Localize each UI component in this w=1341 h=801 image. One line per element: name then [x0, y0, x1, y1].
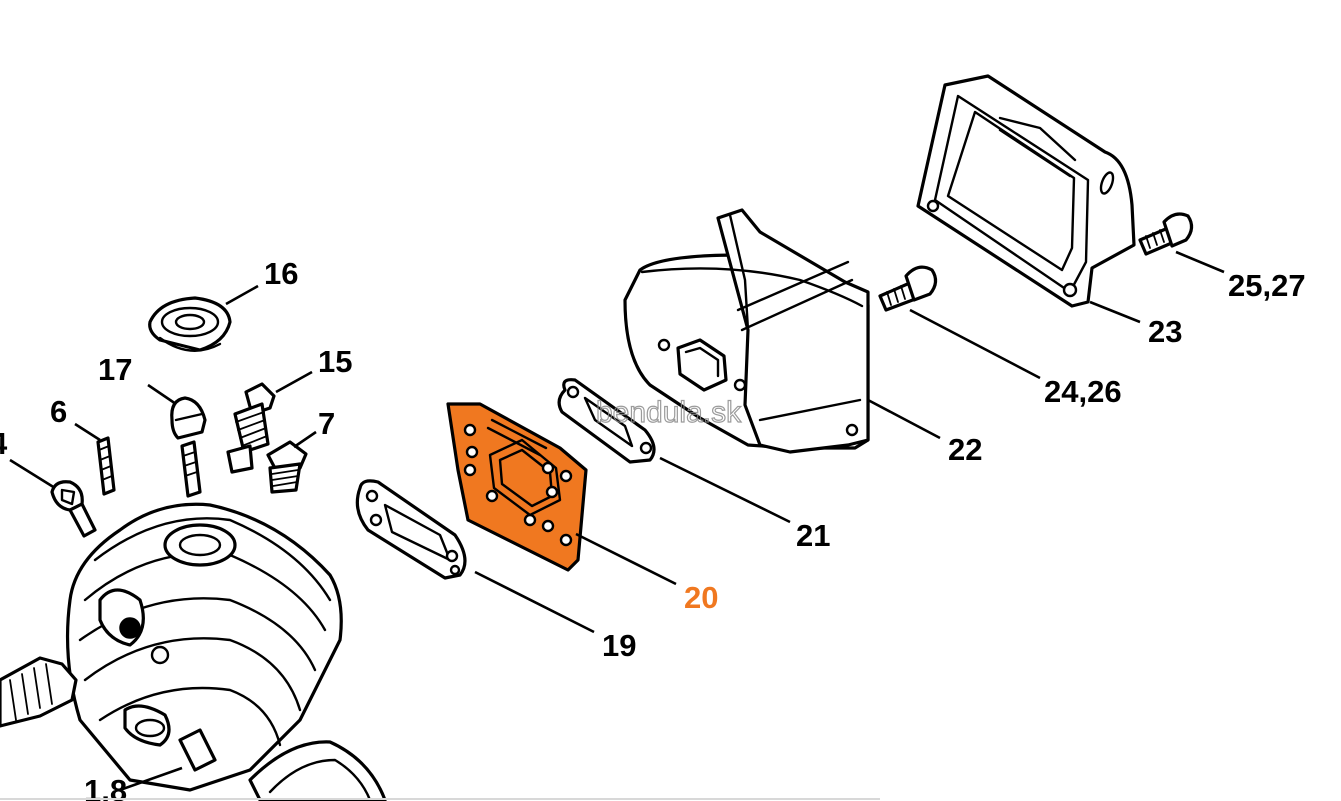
label-25-27: 25,27 [1228, 268, 1306, 303]
label-1-8: 1,8 [84, 773, 127, 801]
part-25-27-screw[interactable] [1138, 212, 1194, 256]
label-6: 6 [50, 394, 67, 429]
leader-lines [9, 250, 1225, 792]
part-20-heat-shield[interactable] [446, 402, 588, 572]
label-21: 21 [796, 518, 830, 553]
part-24-26-screw[interactable] [878, 265, 938, 312]
part-23-cover-plate[interactable] [916, 74, 1136, 308]
part-6-stud[interactable] [96, 436, 202, 498]
label-15: 15 [318, 344, 352, 379]
watermark-text: bendula.sk [596, 396, 742, 429]
label-24-26: 24,26 [1044, 374, 1122, 409]
label-22: 22 [948, 432, 982, 467]
part-19-gasket[interactable] [355, 479, 467, 580]
part-22-muffler[interactable] [623, 208, 870, 454]
label-7: 7 [318, 406, 335, 441]
part-7-plug[interactable] [266, 440, 308, 494]
label-16: 16 [264, 256, 298, 291]
label-20: 20 [684, 580, 718, 615]
part-17-nut[interactable] [170, 396, 207, 440]
label-23: 23 [1148, 314, 1182, 349]
label-19: 19 [602, 628, 636, 663]
part-1-8-cylinder[interactable] [65, 502, 387, 801]
label-4: 4 [0, 426, 8, 461]
part-21-gasket[interactable] [557, 378, 656, 464]
label-17: 17 [98, 352, 132, 387]
spark-plug[interactable] [0, 656, 78, 728]
part-16-cap[interactable] [148, 296, 232, 352]
part-4-screw[interactable] [50, 480, 97, 538]
part-15-bolt[interactable] [226, 382, 276, 474]
callout-labels: 16 17 15 6 7 4 1,8 19 20 21 22 23 24,26 … [0, 256, 1306, 801]
